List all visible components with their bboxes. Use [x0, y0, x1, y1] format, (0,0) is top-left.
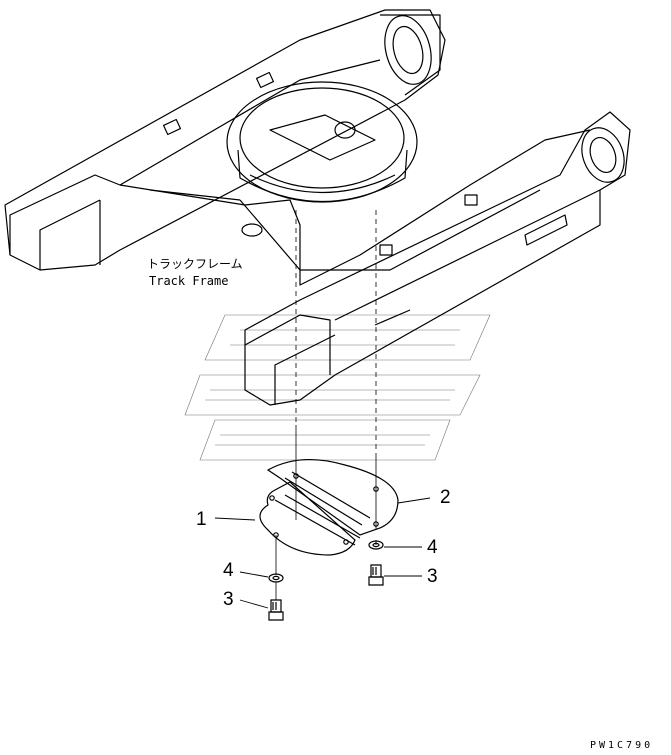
label-track-frame-jp: トラックフレーム	[147, 257, 243, 271]
lower-idler-bore	[581, 127, 625, 183]
callout-4-right: 4	[427, 537, 438, 558]
label-track-frame-en: Track Frame	[149, 274, 228, 288]
watermark-logo	[184, 314, 491, 461]
callout-3-right: 3	[427, 566, 438, 587]
upper-side-frame	[4, 9, 446, 271]
drawing-code: PW1C790	[590, 740, 653, 751]
plate-2	[266, 458, 399, 536]
callout-3-left: 3	[223, 589, 234, 610]
callout-4-left: 4	[223, 560, 234, 581]
track-frame-drawing	[4, 9, 631, 406]
lower-side-frame	[244, 111, 631, 406]
washer-left	[268, 573, 284, 583]
callout-1: 1	[196, 509, 207, 530]
callout-2: 2	[440, 487, 451, 508]
swing-circle-outer	[226, 81, 418, 203]
upper-idler-bore	[384, 15, 432, 85]
plate-1	[259, 481, 361, 556]
swing-circle-inner	[239, 87, 405, 189]
washer-right	[368, 540, 384, 550]
assembly-lines	[295, 210, 377, 455]
bolt-right	[368, 564, 384, 586]
leader-lines	[214, 497, 431, 609]
bolt-left	[268, 599, 284, 621]
center-cross-member	[119, 129, 591, 286]
